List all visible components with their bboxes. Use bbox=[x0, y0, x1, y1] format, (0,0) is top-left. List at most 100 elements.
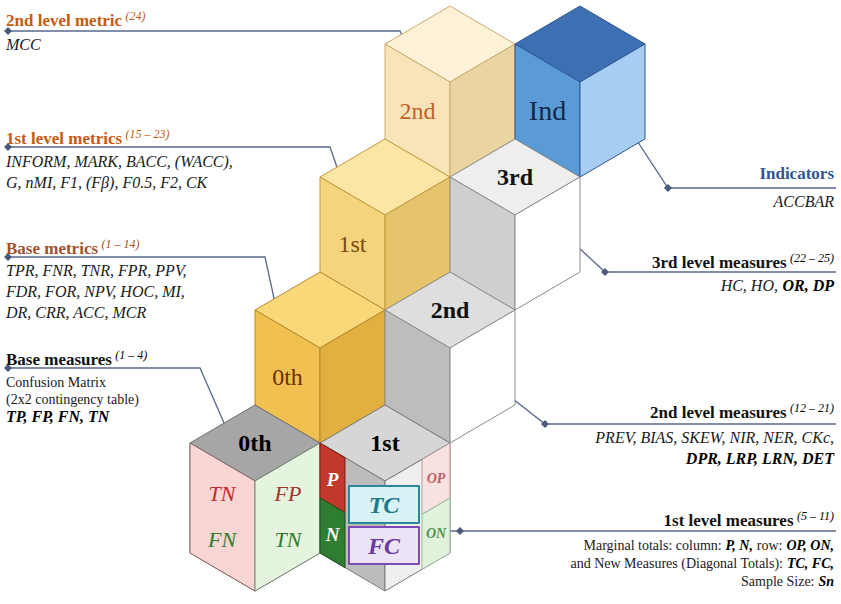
cube-face bbox=[320, 498, 345, 568]
label-line: (2x2 contingency table) bbox=[6, 389, 139, 410]
range-number: (22 – 25) bbox=[790, 251, 834, 265]
label-line: MCC bbox=[6, 35, 41, 55]
node-label: TN bbox=[209, 483, 236, 505]
label-line: ACCBAR bbox=[774, 192, 834, 212]
diagonal-box: FC bbox=[349, 527, 419, 564]
range-number: (1 – 4) bbox=[115, 348, 147, 362]
range-number: (12 – 21) bbox=[790, 401, 834, 415]
level-cube: 1stP N TC FC OP ON bbox=[320, 405, 450, 591]
leader-diamond bbox=[541, 420, 549, 428]
list-text: OP, ON, bbox=[786, 538, 834, 553]
list-text: DR, CRR, ACC, MCR bbox=[6, 304, 146, 321]
list-text: (2x2 contingency table) bbox=[6, 392, 139, 407]
node-label: FC bbox=[368, 534, 400, 558]
list-text: TPR, FNR, TNR, FPR, PPV, bbox=[6, 262, 187, 279]
leader-diamond bbox=[664, 184, 672, 192]
label-line: Indicators bbox=[759, 164, 834, 184]
node-label: P bbox=[327, 470, 339, 489]
category-heading: 1st level measures bbox=[664, 511, 794, 530]
leader-line bbox=[630, 130, 836, 188]
range-number: (5 – 11) bbox=[797, 509, 834, 523]
range-number: (1 – 14) bbox=[101, 237, 139, 251]
cube-face bbox=[422, 498, 450, 569]
label-line: Base metrics(1 – 14) bbox=[6, 234, 139, 259]
label-line: Sample Size:Sn bbox=[741, 571, 834, 592]
label-line: 2nd level metric (24) bbox=[6, 6, 146, 31]
list-text: MCC bbox=[6, 36, 41, 53]
range-number: (24) bbox=[126, 9, 146, 23]
list-text: Sample Size: bbox=[741, 574, 815, 589]
list-text: P, N, bbox=[726, 538, 753, 553]
node-label: FP bbox=[275, 483, 302, 505]
matrix-face: FP TN bbox=[255, 443, 320, 591]
list-text: G, nMI, F1, (Fβ), F0.5, F2, CK bbox=[6, 174, 207, 191]
node-label: 1st bbox=[338, 232, 366, 256]
category-heading: Base metrics bbox=[6, 239, 98, 258]
label-line: TP, FP, FN, TN bbox=[6, 407, 109, 427]
category-heading: Base measures bbox=[6, 350, 112, 369]
list-text: FDR, FOR, NPV, HOC, MI, bbox=[6, 283, 185, 300]
range-number: (15 – 23) bbox=[125, 127, 169, 141]
list-text: OR, DP bbox=[782, 277, 834, 294]
shape-outline bbox=[255, 443, 320, 591]
node-label: OP bbox=[427, 472, 446, 486]
label-line: Base measures(1 – 4) bbox=[6, 345, 147, 370]
list-text: INFORM, MARK, BACC, (WACC), bbox=[6, 153, 233, 170]
node-label: 1st bbox=[370, 431, 399, 455]
category-heading: 3rd level measures bbox=[652, 253, 787, 272]
node-label: ON bbox=[426, 527, 446, 541]
label-line: G, nMI, F1, (Fβ), F0.5, F2, CK bbox=[6, 173, 207, 193]
cube-face bbox=[255, 443, 320, 591]
list-text: Confusion Matrix bbox=[6, 375, 106, 390]
label-line: 2nd level measures(12 – 21) bbox=[650, 398, 834, 423]
label-line: DR, CRR, ACC, MCR bbox=[6, 303, 146, 323]
marginal-strip: N bbox=[320, 498, 345, 568]
list-text: ACCBAR bbox=[774, 193, 834, 210]
node-label: TN bbox=[275, 529, 302, 551]
node-label: 2nd bbox=[400, 99, 436, 123]
marginal-strip: ON bbox=[422, 498, 450, 569]
label-line: DPR, LRP, LRN, DET bbox=[686, 449, 834, 469]
leader-line bbox=[8, 31, 418, 70]
leader-line bbox=[565, 235, 836, 272]
list-text: DPR, LRP, LRN, DET bbox=[686, 450, 834, 467]
label-line: 1st level metrics(15 – 23) bbox=[6, 124, 169, 149]
shape-outline bbox=[190, 443, 255, 591]
category-heading: Indicators bbox=[759, 164, 834, 183]
node-label: 2nd bbox=[431, 298, 470, 322]
cube-face bbox=[190, 443, 255, 591]
label-line: INFORM, MARK, BACC, (WACC), bbox=[6, 152, 233, 172]
list-text: PREV, BIAS, SKEW, NIR, NER, CKc, bbox=[595, 429, 834, 446]
label-line: 3rd level measures(22 – 25) bbox=[652, 248, 834, 273]
cube-face bbox=[349, 527, 419, 564]
leader-line bbox=[495, 385, 836, 424]
leader-line bbox=[445, 530, 836, 531]
list-text: TC, FC, bbox=[787, 556, 834, 571]
list-text: HC, HO, bbox=[721, 277, 778, 294]
label-line: PREV, BIAS, SKEW, NIR, NER, CKc, bbox=[595, 428, 834, 448]
cube-face bbox=[580, 44, 645, 177]
node-label: N bbox=[326, 525, 340, 544]
node-label: TC bbox=[369, 493, 400, 517]
label-line: HC, HO,OR, DP bbox=[721, 276, 834, 296]
cube-face bbox=[190, 443, 255, 591]
leader-diamond bbox=[456, 527, 464, 535]
cube-face bbox=[515, 177, 580, 310]
node-label: 0th bbox=[238, 431, 271, 455]
category-heading: 1st level metrics bbox=[6, 129, 122, 148]
list-text: Sn bbox=[818, 574, 834, 589]
matrix-face: TNFN bbox=[190, 443, 255, 591]
label-line: TPR, FNR, TNR, FPR, PPV, bbox=[6, 261, 187, 281]
category-heading: 2nd level measures bbox=[650, 403, 787, 422]
node-label: 3rd bbox=[497, 165, 533, 189]
category-heading: 2nd level metric bbox=[6, 11, 122, 30]
label-line: Marginal totals: column: P, N, row:OP, ON, bbox=[584, 535, 835, 556]
leader-diamond bbox=[601, 268, 609, 276]
node-label: 0th bbox=[272, 365, 303, 389]
list-text: row: bbox=[757, 538, 783, 553]
cube-face bbox=[349, 486, 419, 523]
list-text: Marginal totals: column: bbox=[584, 538, 722, 553]
cube-face bbox=[255, 443, 320, 591]
